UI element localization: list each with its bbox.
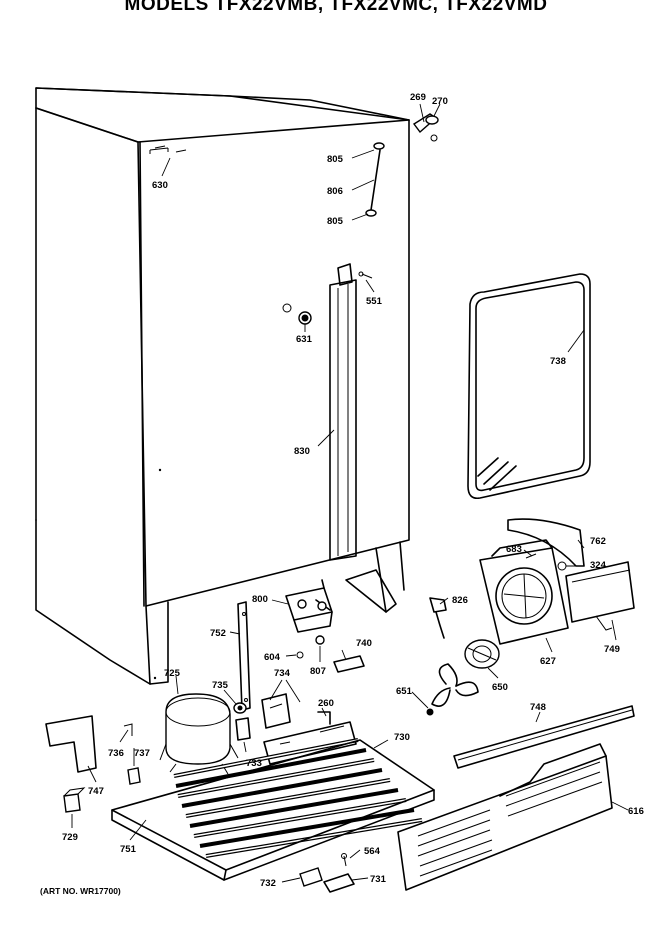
clip-736 — [123, 723, 133, 736]
callout-labels: 269 270 805 806 805 630 551 631 738 830 … — [62, 92, 644, 889]
callout-269: 269 — [410, 92, 426, 103]
callout-807: 807 — [310, 666, 326, 677]
fan-blade-651 — [426, 663, 479, 716]
callout-564: 564 — [364, 846, 381, 857]
callout-551: 551 — [366, 296, 383, 307]
bracket-324 — [557, 561, 567, 571]
callout-730: 730 — [394, 732, 410, 743]
foam-strip-762 — [507, 518, 585, 567]
thermostat-knob-269-270 — [412, 113, 439, 142]
cover-747 — [45, 715, 97, 773]
compressor-725 — [159, 693, 239, 775]
condenser-coil-730 — [173, 738, 423, 858]
relay-734 — [261, 693, 291, 729]
tube-806 — [365, 142, 385, 217]
relay-729 — [63, 787, 86, 813]
center-channel-830 — [329, 263, 397, 613]
callout-leaders — [71, 103, 629, 883]
grommet-735 — [233, 702, 247, 714]
callout-736: 736 — [108, 748, 124, 759]
cover-749 — [565, 561, 635, 631]
fan-motor-650 — [464, 639, 500, 669]
part-740 — [333, 655, 365, 673]
grille-616 — [397, 743, 613, 891]
callout-826: 826 — [452, 595, 468, 606]
water-valve-800 — [285, 579, 333, 633]
screw-564 — [341, 853, 347, 867]
callout-616: 616 — [628, 806, 644, 817]
door-gasket-738 — [467, 273, 591, 500]
bracket-752 — [237, 601, 251, 711]
callout-740: 740 — [356, 638, 372, 649]
callout-260: 260 — [318, 698, 334, 709]
screw-551 — [358, 271, 373, 279]
callout-762: 762 — [590, 536, 606, 547]
damper-826 — [429, 597, 447, 639]
screw-683 — [525, 553, 537, 559]
callout-270: 270 — [432, 96, 448, 107]
callout-748: 748 — [530, 702, 546, 713]
callout-747: 747 — [88, 786, 104, 797]
tape-732 — [299, 867, 323, 887]
callout-752: 752 — [210, 628, 226, 639]
callout-732: 732 — [260, 878, 276, 889]
callout-651: 651 — [396, 686, 413, 697]
callout-806: 806 — [327, 186, 343, 197]
art-number: (ART NO. WR17700) — [40, 886, 121, 896]
callout-737: 737 — [134, 748, 150, 759]
grommet-631 — [298, 311, 312, 325]
callout-733: 733 — [246, 758, 262, 769]
callout-731: 731 — [370, 874, 387, 885]
fitting-604 — [296, 651, 304, 659]
clip-733 — [235, 717, 251, 741]
callout-324: 324 — [590, 560, 607, 571]
callout-650: 650 — [492, 682, 508, 693]
fan-shroud-627 — [479, 539, 569, 645]
callout-738: 738 — [550, 356, 566, 367]
drain-pan-751 — [111, 739, 435, 881]
callout-734: 734 — [274, 668, 291, 679]
callout-830: 830 — [294, 446, 310, 457]
callout-749: 749 — [604, 644, 620, 655]
channel-748 — [453, 705, 635, 769]
callout-630: 630 — [152, 180, 168, 191]
callout-683: 683 — [506, 544, 522, 555]
callout-735: 735 — [212, 680, 229, 691]
callout-805: 805 — [327, 216, 344, 227]
callout-729: 729 — [62, 832, 78, 843]
capacitor-737 — [127, 767, 141, 785]
diagram-title: MODELS TFX22VMB, TFX22VMC, TFX22VMD — [124, 0, 548, 15]
callout-800: 800 — [252, 594, 268, 605]
clip-731 — [323, 873, 355, 893]
fitting-807 — [315, 635, 325, 645]
callout-725: 725 — [164, 668, 181, 679]
callout-805: 805 — [327, 154, 344, 165]
callout-631: 631 — [296, 334, 313, 345]
callout-627: 627 — [540, 656, 556, 667]
callout-751: 751 — [120, 844, 137, 855]
callout-604: 604 — [264, 652, 281, 663]
refrigerator-cabinet — [35, 87, 410, 685]
clip-630 — [149, 147, 169, 154]
